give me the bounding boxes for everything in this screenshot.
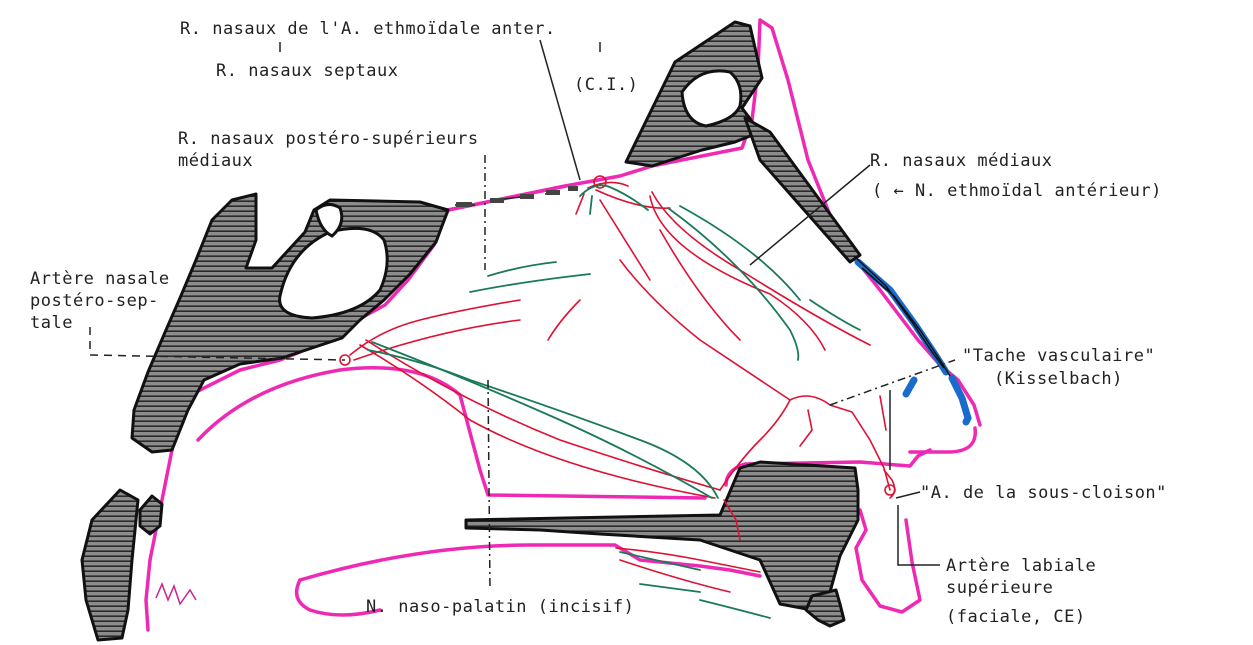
label-r-nasaux-ethmoidale: R. nasaux de l'A. ethmoïdale anter. <box>180 18 556 40</box>
label-labiale-1: Artère labiale <box>946 555 1096 577</box>
label-postero-superieurs-2: médiaux <box>178 150 253 172</box>
label-kisselbach: (Kisselbach) <box>994 368 1123 390</box>
occipital-fragment-small <box>140 496 162 534</box>
label-artere-nasale-2: postéro-sep- <box>30 290 159 312</box>
label-n-ethmoidal: ( ← N. ethmoïdal antérieur) <box>872 180 1162 202</box>
label-sous-cloison: "A. de la sous-cloison" <box>920 482 1167 504</box>
vomer-sphenoid <box>132 194 448 452</box>
cartilage-outline <box>854 256 950 376</box>
label-labiale-3: (faciale, CE) <box>946 606 1086 628</box>
cartilage <box>858 262 968 422</box>
label-tache-vasculaire: "Tache vasculaire" <box>962 345 1155 367</box>
label-artere-nasale-1: Artère nasale <box>30 268 170 290</box>
artist-signature <box>156 584 196 604</box>
label-r-nasaux-septaux: R. nasaux septaux <box>216 60 399 82</box>
label-postero-superieurs-1: R. nasaux postéro-supérieurs <box>178 128 479 150</box>
label-naso-palatin: N. naso-palatin (incisif) <box>366 596 634 618</box>
label-r-mediaux: R. nasaux médiaux <box>870 150 1053 172</box>
label-labiale-2: supérieure <box>946 577 1053 599</box>
incisor <box>806 590 844 626</box>
occipital-fragment <box>82 490 138 640</box>
label-artere-nasale-3: tale <box>30 312 73 334</box>
label-ci: (C.I.) <box>574 74 638 96</box>
